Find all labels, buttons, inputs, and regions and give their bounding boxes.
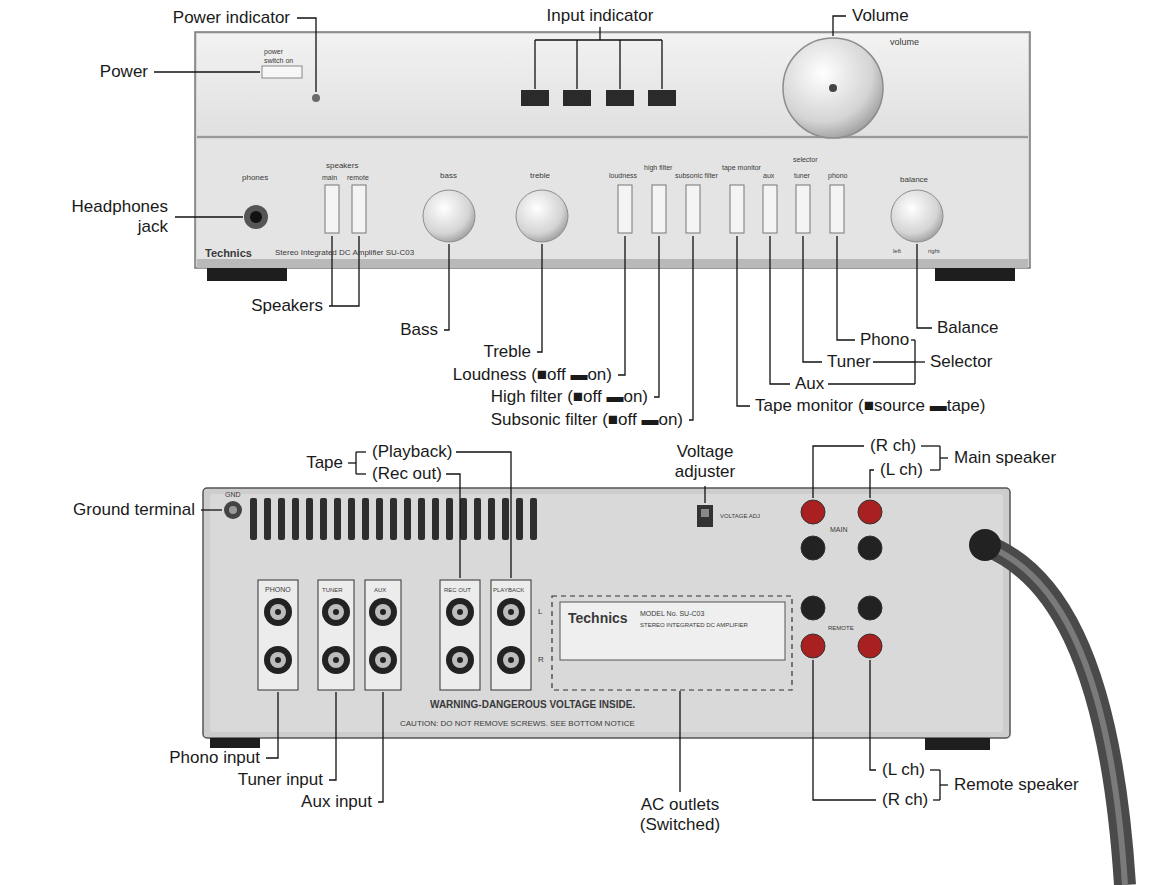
- panel-marking: remote: [347, 174, 369, 182]
- panel-marking: R: [538, 655, 544, 664]
- panel-marking: volume: [890, 37, 919, 47]
- front-controls: [244, 38, 943, 242]
- rear-leader-lines: [201, 446, 948, 802]
- callout-label: Loudness (■off ▬on): [451, 365, 614, 385]
- rear-plate-and-switch: [552, 505, 792, 690]
- panel-marking: L: [538, 607, 542, 616]
- panel-marking: phones: [242, 173, 268, 182]
- callout-label: Phono input: [167, 748, 262, 768]
- callout-label: Headphones jack: [54, 197, 170, 236]
- callout-label: (L ch): [880, 760, 927, 780]
- panel-marking: GND: [225, 491, 241, 499]
- panel-marking: selector: [793, 156, 818, 164]
- callout-label: Speakers: [249, 296, 325, 316]
- callout-label: Volume: [850, 6, 911, 26]
- panel-marking: power: [264, 48, 283, 56]
- callout-label: (Playback): [370, 442, 454, 462]
- speaker-terminals: [801, 500, 882, 658]
- panel-marking: WARNING-DANGEROUS VOLTAGE INSIDE.: [430, 699, 635, 711]
- callout-label: Tuner input: [236, 770, 325, 790]
- panel-marking: subsonic filter: [675, 172, 718, 180]
- callout-label: Treble: [481, 342, 533, 362]
- callout-label: Tuner: [825, 352, 873, 372]
- callout-label: Main speaker: [952, 448, 1058, 468]
- callout-label: Selector: [928, 352, 994, 372]
- callout-label: Subsonic filter (■off ▬on): [489, 410, 685, 430]
- callout-label: Ground terminal: [71, 500, 197, 520]
- panel-marking: tuner: [794, 172, 810, 180]
- panel-marking: right: [928, 248, 940, 255]
- panel-marking: Technics: [205, 247, 252, 260]
- callout-label: Phono: [858, 330, 911, 350]
- callout-label: Remote speaker: [952, 775, 1081, 795]
- panel-marking: PHONO: [265, 586, 291, 594]
- panel-marking: switch on: [264, 57, 293, 65]
- panel-marking: speakers: [326, 161, 358, 170]
- panel-marking: balance: [900, 175, 928, 184]
- panel-marking: bass: [440, 171, 457, 180]
- rear-panel: [203, 488, 1010, 750]
- front-leader-lines: [154, 16, 932, 420]
- panel-marking: STEREO INTEGRATED DC AMPLIFIER: [640, 622, 748, 629]
- panel-marking: treble: [530, 171, 550, 180]
- panel-marking: MAIN: [830, 526, 848, 534]
- panel-marking: phono: [828, 172, 847, 180]
- callout-label: Input indicator: [545, 6, 656, 26]
- panel-marking: loudness: [609, 172, 637, 180]
- callout-label: Balance: [935, 318, 1000, 338]
- panel-marking: aux: [763, 172, 774, 180]
- callout-label: Aux input: [299, 792, 374, 812]
- rear-jacks: [258, 580, 531, 690]
- panel-marking: Stereo Integrated DC Amplifier SU-C03: [275, 248, 414, 257]
- callout-label: Voltage adjuster: [657, 442, 753, 481]
- panel-marking: TUNER: [322, 587, 343, 594]
- panel-marking: AUX: [374, 587, 386, 594]
- callout-label: AC outlets (Switched): [628, 795, 732, 834]
- callout-label: (L ch): [878, 460, 925, 480]
- panel-marking: REMOTE: [828, 625, 854, 632]
- panel-marking: CAUTION: DO NOT REMOVE SCREWS. SEE BOTTO…: [400, 719, 635, 728]
- panel-marking: main: [322, 174, 337, 182]
- power-cord: [969, 529, 1125, 885]
- panel-marking: high filter: [644, 164, 672, 172]
- front-panel: [195, 32, 1030, 281]
- panel-marking: VOLTAGE ADJ: [720, 513, 760, 520]
- callout-label: Tape: [304, 453, 345, 473]
- callout-label: Bass: [398, 320, 440, 340]
- callout-label: (Rec out): [370, 464, 444, 484]
- panel-marking: left: [893, 248, 901, 255]
- panel-marking: REC OUT: [444, 587, 471, 594]
- callout-label: (R ch): [868, 436, 918, 456]
- panel-marking: tape monitor: [722, 164, 761, 172]
- panel-marking: Technics: [568, 610, 628, 626]
- callout-label: Power indicator: [171, 8, 292, 28]
- panel-marking: PLAYBACK: [493, 587, 524, 594]
- callout-label: Power: [98, 62, 150, 82]
- callout-label: Aux: [793, 374, 826, 394]
- panel-marking: MODEL No. SU-C03: [640, 610, 704, 618]
- callout-label: High filter (■off ▬on): [489, 387, 650, 407]
- callout-label: (R ch): [880, 790, 930, 810]
- callout-label: Tape monitor (■source ▬tape): [753, 396, 987, 416]
